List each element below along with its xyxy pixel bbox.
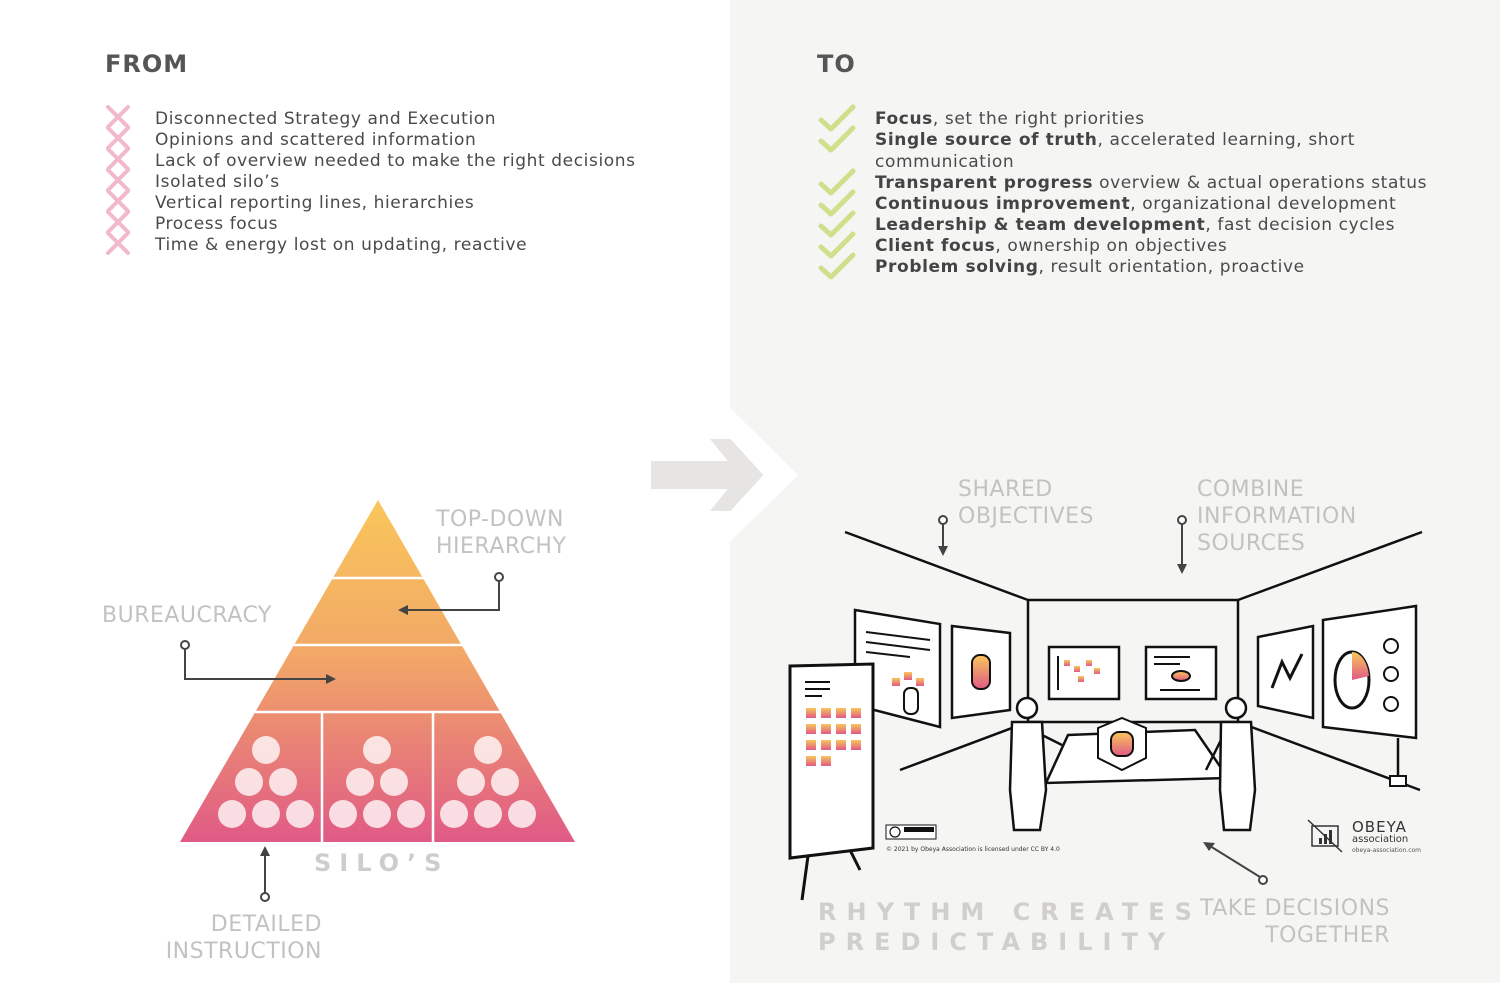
to-item-label: Continuous improvement, organizational d… <box>875 193 1396 215</box>
from-item-label: Lack of overview needed to make the righ… <box>155 151 636 171</box>
silos-label: SILO’S <box>314 849 450 877</box>
to-item-rest: , accelerated learning, short communicat… <box>875 130 1356 172</box>
to-item-rest: , result orientation, proactive <box>1038 257 1305 277</box>
cross-icon <box>106 105 130 129</box>
to-item-bold: Single source of truth <box>875 130 1098 150</box>
to-item-rest: , ownership on objectives <box>995 236 1228 256</box>
from-heading: FROM <box>105 50 189 78</box>
cross-icon <box>106 147 130 171</box>
from-item-label: Isolated silo’s <box>155 172 280 192</box>
check-icon <box>818 125 856 153</box>
to-item-bold: Focus <box>875 109 933 129</box>
detailed-line: DETAILED <box>210 912 322 937</box>
shared-line: OBJECTIVES <box>958 504 1095 529</box>
combine-line: SOURCES <box>1197 531 1306 556</box>
check-icon <box>818 231 856 259</box>
obeya-logo-url: obeya-association.com <box>1352 847 1422 854</box>
from-item-label: Disconnected Strategy and Execution <box>155 109 497 129</box>
take-decisions-label: TAKE DECISIONS TOGETHER <box>1190 895 1390 949</box>
cross-icon <box>106 210 130 234</box>
pyramid-diagram <box>180 500 575 842</box>
to-item-label: Focus, set the right priorities <box>875 108 1145 130</box>
check-icon <box>818 168 856 196</box>
to-item-rest: , set the right priorities <box>932 109 1145 129</box>
to-item-label: Problem solving, result orientation, pro… <box>875 256 1305 278</box>
rhythm-line: PREDICTABILITY <box>818 928 1176 956</box>
combine-line: COMBINE <box>1197 477 1305 502</box>
to-item-bold: Client focus <box>875 236 996 256</box>
from-item-label: Time & energy lost on updating, reactive <box>155 235 528 255</box>
rhythm-line: RHYTHM CREATES <box>818 898 1202 926</box>
license-note: © 2021 by Obeya Association is licensed … <box>886 846 1060 853</box>
obeya-logo-name: OBEYA <box>1352 818 1407 836</box>
shared-objectives-label: SHARED OBJECTIVES <box>958 476 1094 530</box>
to-item-bold: Transparent progress <box>875 173 1094 193</box>
detailed-instruction-label: DETAILED INSTRUCTION <box>162 911 322 965</box>
to-item-bold: Problem solving <box>875 257 1039 277</box>
to-item-rest: overview & actual operations status <box>1093 173 1428 193</box>
top-down-label: TOP-DOWN HIERARCHY <box>436 506 566 560</box>
combine-info-label: COMBINE INFORMATION SOURCES <box>1197 476 1357 557</box>
top-down-line: HIERARCHY <box>436 534 567 559</box>
take-line: TOGETHER <box>1265 923 1390 948</box>
to-item-rest: , organizational development <box>1130 194 1397 214</box>
transition-arrow-icon <box>651 408 798 542</box>
shared-line: SHARED <box>958 477 1053 502</box>
obeya-logo-sub: association <box>1352 834 1409 845</box>
from-item-label: Process focus <box>155 214 279 234</box>
to-item-label: Client focus, ownership on objectives <box>875 235 1227 257</box>
from-item-label: Opinions and scattered information <box>155 130 477 150</box>
cross-icon <box>106 231 130 255</box>
to-item-bold: Continuous improvement <box>875 194 1131 214</box>
check-icon <box>818 104 856 132</box>
combine-line: INFORMATION <box>1197 504 1357 529</box>
check-icon <box>818 252 856 280</box>
to-heading: TO <box>817 50 856 78</box>
check-icon <box>818 189 856 217</box>
check-icon <box>818 210 856 238</box>
to-item-label: Transparent progress overview & actual o… <box>875 172 1427 194</box>
from-item-label: Vertical reporting lines, hierarchies <box>155 193 475 213</box>
rhythm-label: RHYTHM CREATES PREDICTABILITY <box>818 897 1202 957</box>
detailed-line: INSTRUCTION <box>165 939 322 964</box>
cross-icon <box>106 189 130 213</box>
cross-icon <box>106 168 130 192</box>
to-item-bold: Leadership & team development <box>875 215 1206 235</box>
take-line: TAKE DECISIONS <box>1200 896 1390 921</box>
to-item-rest: , fast decision cycles <box>1205 215 1396 235</box>
top-down-line: TOP-DOWN <box>436 507 564 532</box>
cross-icon <box>106 126 130 150</box>
to-item-label: Single source of truth, accelerated lear… <box>875 129 1375 173</box>
bureaucracy-label: BUREAUCRACY <box>102 603 272 628</box>
to-item-label: Leadership & team development, fast deci… <box>875 214 1395 236</box>
